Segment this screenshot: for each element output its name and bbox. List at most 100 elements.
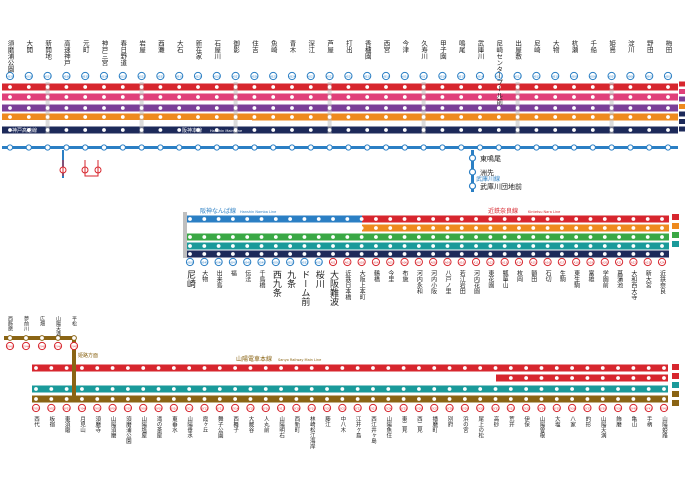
- station-dot-29-2: [553, 106, 558, 110]
- station-code-HS39: HS39: [7, 74, 14, 78]
- station-dot-6-0: [120, 85, 125, 89]
- station-dot-22-0: [421, 85, 426, 89]
- namba-legend-3: [672, 241, 679, 247]
- sanyo-name-SY18: 西新町: [293, 416, 300, 433]
- namba-dot-1-2: [202, 235, 207, 239]
- sanyo-name-SY21: 中八木: [339, 415, 346, 434]
- sanyo-dot-11-2: [202, 397, 207, 401]
- station-name-HS10: 大物: [551, 39, 559, 55]
- sanyo-name-SY07: 須磨浦公園: [125, 415, 132, 445]
- station-code-HS13: HS13: [495, 74, 502, 78]
- sanyo-dot-38-0: [616, 366, 620, 370]
- sanyo-dot-10-2: [187, 397, 192, 401]
- namba-dot-21-2: [488, 235, 493, 239]
- station-name-HS19: 西宮: [382, 40, 390, 55]
- sanyo-name-SY26: 西二見: [416, 416, 423, 434]
- station-code-HS09: HS09: [571, 74, 578, 78]
- station-dot-2-2: [45, 106, 50, 110]
- sanyo-legend: [672, 364, 679, 406]
- namba-left-cap: [183, 212, 187, 258]
- sanyo-dot-18-0: [309, 366, 314, 370]
- sanyo-dot-26-2: [432, 397, 437, 401]
- namba-dot-18-0: [445, 217, 450, 221]
- branch-dot-1: [468, 168, 477, 176]
- namba-name-A17: 生駒: [558, 269, 565, 283]
- station-dot-13-1: [252, 95, 257, 99]
- station-name-HS18: 今津: [401, 39, 409, 55]
- namba-dot-26-4: [559, 252, 564, 256]
- namba-code-A01: A01: [330, 260, 335, 264]
- station-dot-26-3: [496, 115, 501, 119]
- station-dot-b-21: [401, 144, 408, 151]
- station-dot-14-3: [271, 115, 276, 119]
- namba-code-HS52-ring: [300, 257, 309, 267]
- station-name-HS20: 香櫨園: [363, 39, 371, 61]
- station-name-HS28: 石屋川: [213, 40, 221, 60]
- band-4: [2, 126, 678, 134]
- sanyo-dot-3-2: [80, 397, 84, 401]
- namba-name-A23: 新大宮: [644, 269, 651, 289]
- namba-dot-19-0: [459, 217, 464, 221]
- sanyo-dot-23-0: [386, 366, 391, 370]
- line-label-kosoku: 神戸高速線: [12, 127, 37, 134]
- namba-dot-31-4: [631, 252, 636, 256]
- namba-name-A13: 瓢箪山: [501, 269, 508, 289]
- namba-code-A12: A12: [488, 260, 493, 264]
- sanyo-dot-18-2: [309, 397, 314, 401]
- band-2: [2, 104, 678, 112]
- legend-swatch-2: [679, 96, 685, 102]
- namba-dot-3-4: [231, 252, 235, 256]
- station-name-HS17: 久寿川: [420, 39, 428, 60]
- station-dot-b-24: [458, 144, 465, 151]
- namba-name-A14: 枚岡: [515, 269, 522, 283]
- line-label-mukogawa: 武庫川線: [476, 175, 500, 183]
- station-dot-30-0: [572, 85, 576, 89]
- namba-dot-14-1: [388, 226, 393, 230]
- station-code-HS27-ring: [231, 71, 240, 81]
- namba-dot-0-4: [188, 252, 192, 256]
- sanyo-code-SY02-ring: [47, 403, 56, 413]
- sanyo-code-SY22: SY22: [354, 406, 361, 410]
- namba-dot-25-3: [545, 244, 550, 248]
- sanyo-dot-30-1: [493, 387, 498, 391]
- station-dot-4-2: [83, 106, 88, 110]
- sanyo-code-SY15: SY15: [247, 406, 254, 410]
- sanyo-dot-34-0: [554, 366, 559, 370]
- station-code-HS25: HS25: [270, 74, 277, 78]
- station-code-HS39-ring: [5, 71, 15, 81]
- namba-name-HS52: ドーム前: [299, 270, 310, 307]
- namba-dot-4-2: [245, 235, 250, 239]
- namba-legend-0: [672, 214, 679, 220]
- station-dot-19-0: [365, 85, 370, 89]
- sanyo-left-name-SY46: 山陽天満: [55, 315, 61, 337]
- sanyo-name-SY20: 藤江: [324, 415, 331, 429]
- legend-swatch-5: [679, 119, 685, 124]
- sanyo-dot-20-0: [340, 366, 345, 370]
- namba-dot-30-0: [617, 217, 621, 221]
- namba-code-HS46-ring: [214, 257, 223, 267]
- namba-dot-25-4: [545, 252, 550, 256]
- station-dot-8-3: [158, 115, 163, 119]
- station-code-HS22-ring: [325, 71, 334, 81]
- namba-dot-31-2: [631, 235, 636, 239]
- sanyo-code-SY06-ring: [108, 403, 117, 413]
- sanyo-dot-21-2: [355, 397, 360, 401]
- station-dot-26-2: [496, 106, 501, 110]
- station-code-HS28: HS28: [213, 74, 220, 78]
- station-dot-10-0: [196, 85, 200, 89]
- station-dot-21-3: [402, 115, 407, 119]
- station-dot-30-2: [572, 106, 576, 110]
- namba-dot-6-1: [273, 226, 278, 230]
- sanyo-dot-5-2: [110, 397, 115, 401]
- branch-name-HS43: 武庫川団地前: [480, 182, 522, 191]
- sanyo-dot-16-1: [279, 387, 283, 391]
- station-dot-27-4: [515, 128, 520, 132]
- sanyo-dot-38-1: [616, 387, 620, 391]
- namba-dot-30-4: [617, 252, 621, 256]
- sanyo-dot-1-1: [49, 387, 54, 391]
- namba-dot-22-4: [502, 252, 507, 256]
- station-dot-34-3: [647, 115, 652, 119]
- station-dot-15-4: [290, 128, 294, 132]
- station-code-HS17-ring: [419, 71, 428, 81]
